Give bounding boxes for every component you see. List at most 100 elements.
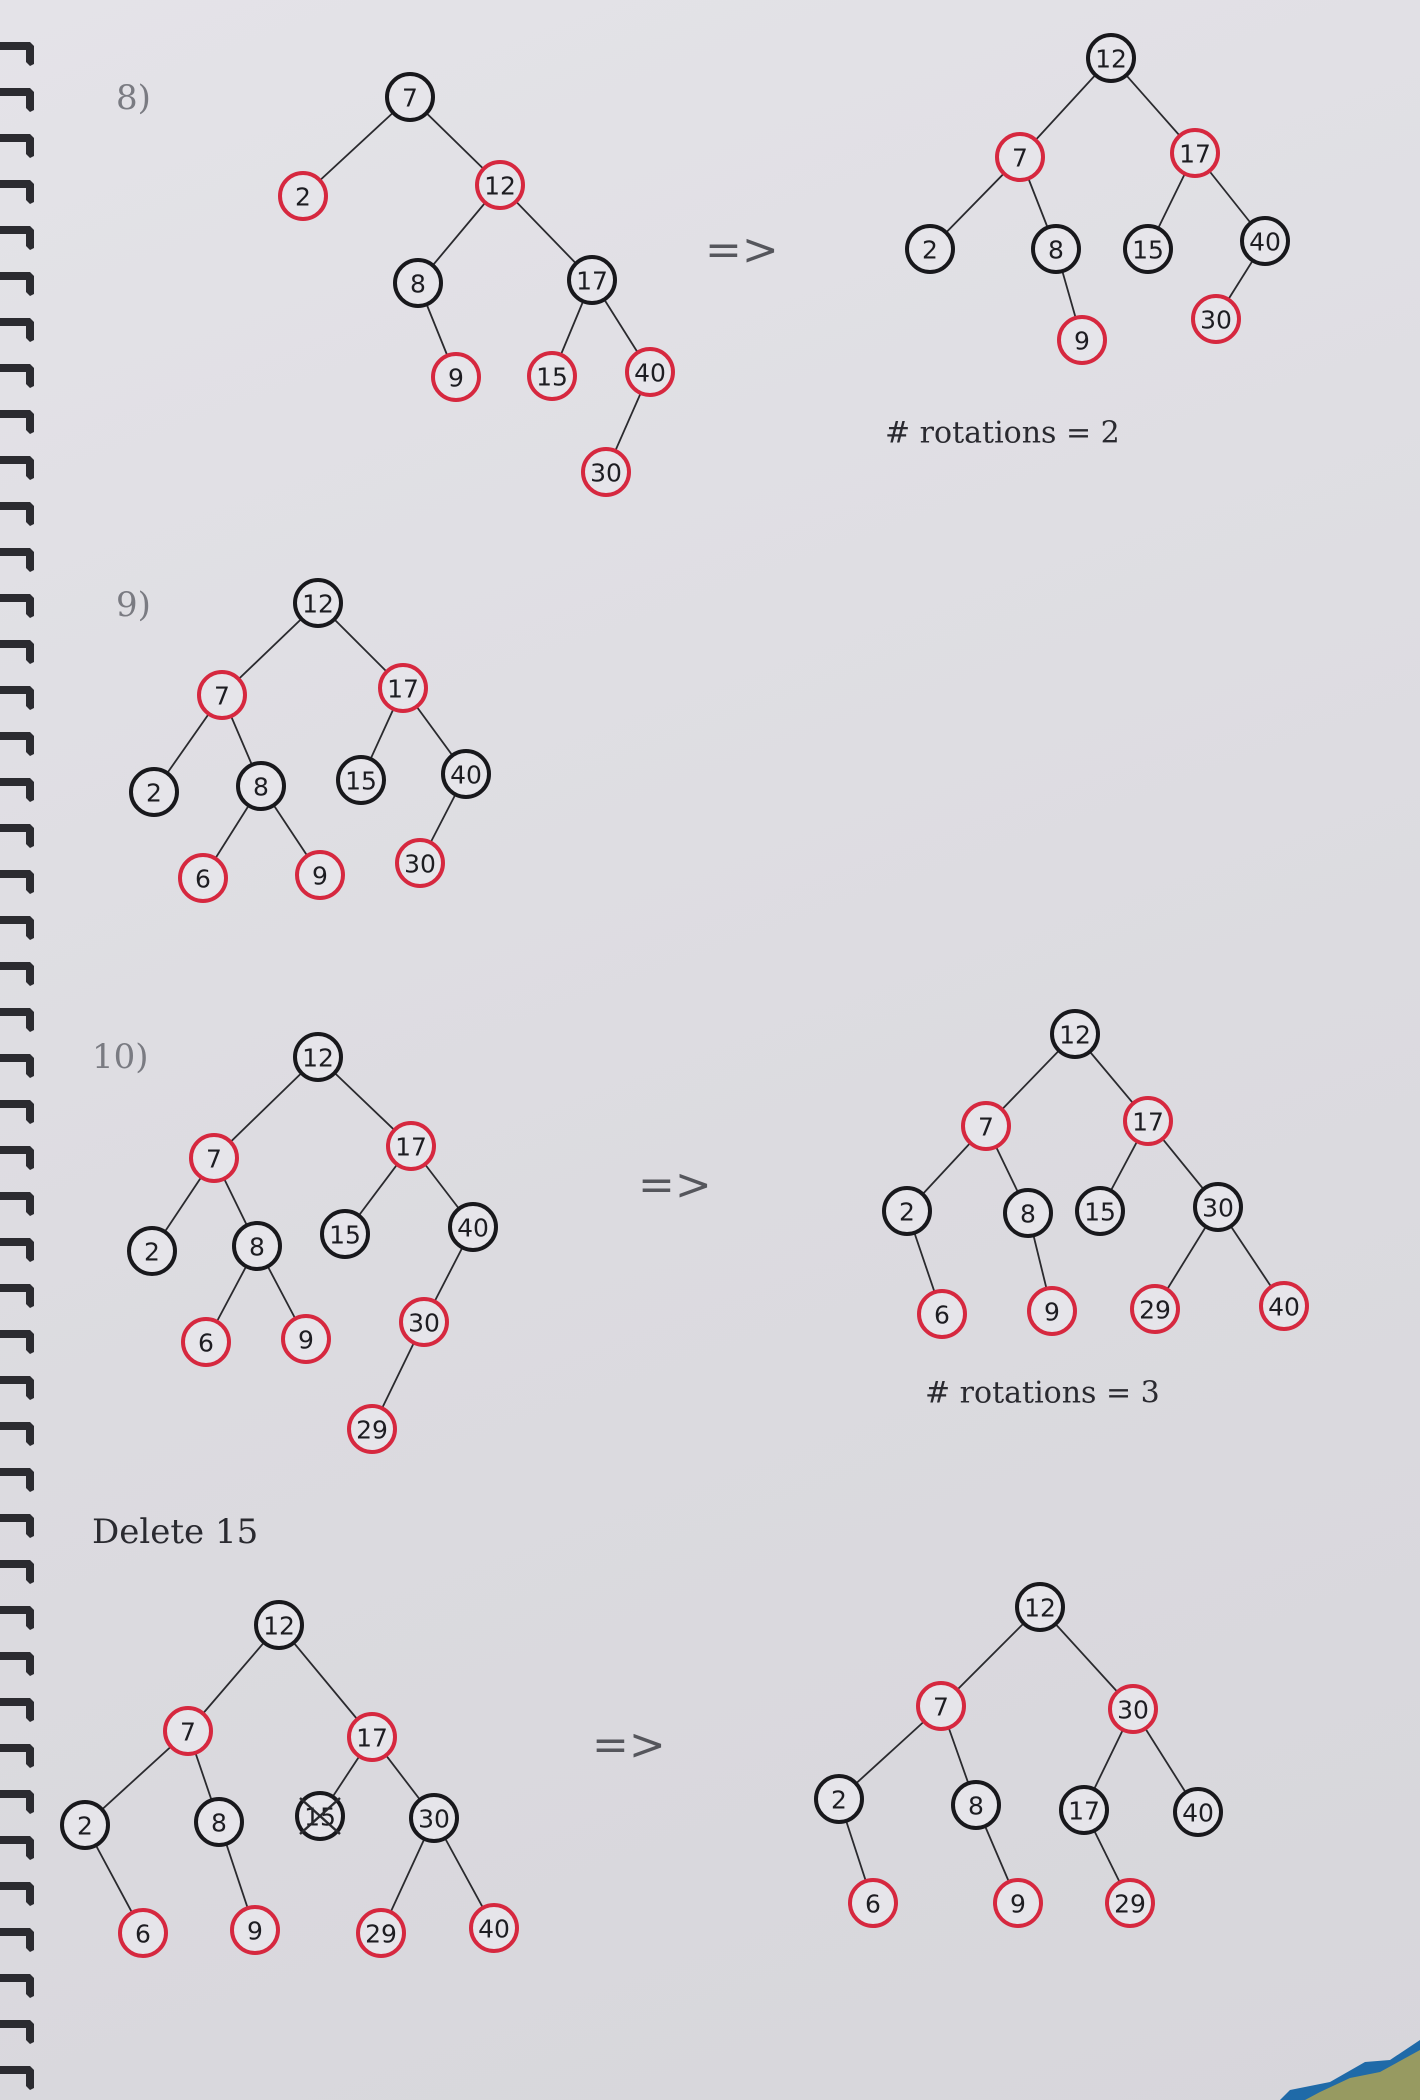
black-node-circle <box>320 1209 370 1259</box>
tree-node-2: 2 <box>905 224 955 274</box>
delete-heading: Delete 15 <box>92 1512 258 1552</box>
binding-hook <box>0 226 34 250</box>
node-label: 8 <box>249 1233 265 1262</box>
binding-hook <box>0 732 34 756</box>
node-label: 15 <box>536 363 568 392</box>
tree-node-8: 8 <box>194 1797 244 1847</box>
tree-node-9: 9 <box>993 1878 1043 1928</box>
black-node-circle <box>254 1600 304 1650</box>
red-node-circle <box>1130 1284 1180 1334</box>
red-node-circle <box>197 670 247 720</box>
binding-hook <box>0 640 34 664</box>
node-label: 15 <box>1084 1198 1116 1227</box>
node-label: 9 <box>1044 1298 1060 1327</box>
black-node-circle <box>1015 1582 1065 1632</box>
red-node-circle <box>278 171 328 221</box>
red-node-circle <box>356 1908 406 1958</box>
black-node-circle <box>293 1032 343 1082</box>
tree-node-40: 40 <box>625 347 675 397</box>
black-node-circle <box>1075 1186 1125 1236</box>
black-node-circle <box>882 1186 932 1236</box>
node-label: 2 <box>831 1786 847 1815</box>
tree-node-12: 12 <box>1015 1582 1065 1632</box>
tree-node-2: 2 <box>278 171 328 221</box>
node-label: 40 <box>1268 1293 1300 1322</box>
binding-hook <box>0 1330 34 1354</box>
node-label: 40 <box>1182 1799 1214 1828</box>
node-label: 8 <box>410 270 426 299</box>
red-node-circle <box>295 850 345 900</box>
red-node-circle <box>347 1712 397 1762</box>
node-label: 12 <box>302 590 334 619</box>
red-node-circle <box>581 447 631 497</box>
tree-node-6: 6 <box>917 1289 967 1339</box>
binding-hook <box>0 42 34 66</box>
node-label: 7 <box>206 1145 222 1174</box>
node-label: 7 <box>214 682 230 711</box>
node-label: 7 <box>978 1113 994 1142</box>
node-label: 8 <box>1048 236 1064 265</box>
node-label: 12 <box>1024 1594 1056 1623</box>
red-node-circle <box>386 1121 436 1171</box>
binding-hook <box>0 502 34 526</box>
binding-hook <box>0 2020 34 2044</box>
node-label: 9 <box>448 364 464 393</box>
tree-node-40: 40 <box>441 749 491 799</box>
node-label: 30 <box>1202 1194 1234 1223</box>
node-label: 17 <box>356 1724 388 1753</box>
black-node-circle <box>1193 1182 1243 1232</box>
black-node-circle <box>1240 216 1290 266</box>
node-label: 40 <box>450 761 482 790</box>
tree-node-8: 8 <box>236 761 286 811</box>
tree-node-8: 8 <box>1031 224 1081 274</box>
tree-node-30: 30 <box>1191 294 1241 344</box>
tree-node-9: 9 <box>1057 315 1107 365</box>
node-label: 2 <box>146 779 162 808</box>
node-label: 17 <box>387 675 419 704</box>
red-node-circle <box>1170 128 1220 178</box>
node-label: 6 <box>934 1301 950 1330</box>
node-label: 30 <box>1200 306 1232 335</box>
binding-hook <box>0 1790 34 1814</box>
node-label: 2 <box>295 183 311 212</box>
binding-hook <box>0 1836 34 1860</box>
tree-node-7: 7 <box>189 1133 239 1183</box>
binding-hook <box>0 870 34 894</box>
binding-hook <box>0 1054 34 1078</box>
spiral-binding <box>0 42 34 2090</box>
red-node-circle <box>163 1706 213 1756</box>
red-node-circle <box>916 1681 966 1731</box>
rotation-count-8: # rotations = 2 <box>885 416 1120 451</box>
tree-node-12: 12 <box>1086 33 1136 83</box>
tree-node-7: 7 <box>163 1706 213 1756</box>
node-label: 29 <box>1139 1296 1171 1325</box>
red-node-circle <box>527 351 577 401</box>
tree-node-29: 29 <box>1105 1878 1155 1928</box>
node-label: 6 <box>198 1329 214 1358</box>
step-label-10: 10) <box>92 1037 149 1077</box>
red-node-circle <box>625 347 675 397</box>
red-node-circle <box>230 1905 280 1955</box>
black-node-circle <box>1059 1785 1109 1835</box>
tree-node-30: 30 <box>581 447 631 497</box>
red-node-circle <box>431 352 481 402</box>
node-label: 29 <box>365 1920 397 1949</box>
binding-hook <box>0 1698 34 1722</box>
tree-node-17: 17 <box>1059 1785 1109 1835</box>
node-label: 12 <box>263 1612 295 1641</box>
binding-hook <box>0 824 34 848</box>
black-node-circle <box>448 1202 498 1252</box>
node-label: 2 <box>899 1198 915 1227</box>
node-label: 6 <box>195 865 211 894</box>
red-node-circle <box>961 1101 1011 1151</box>
tree-node-15: 15 <box>320 1209 370 1259</box>
binding-hook <box>0 548 34 572</box>
node-label: 30 <box>1117 1696 1149 1725</box>
transform-arrow-3: => <box>592 1720 666 1771</box>
binding-hook <box>0 778 34 802</box>
black-node-circle <box>814 1774 864 1824</box>
